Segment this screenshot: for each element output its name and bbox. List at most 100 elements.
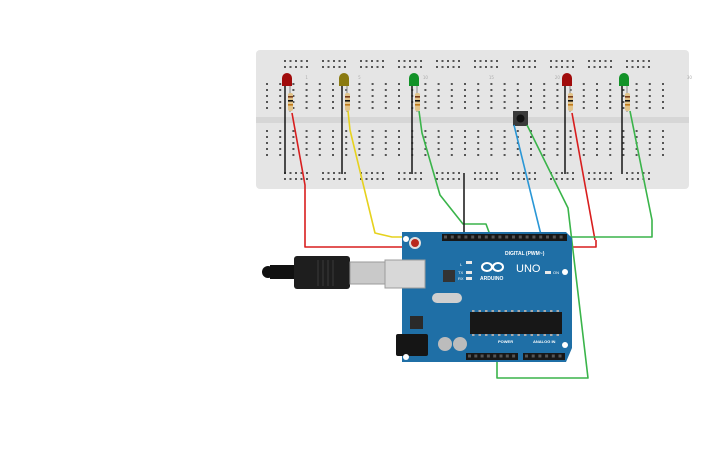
breadboard-hole [648, 83, 651, 85]
rail-hole [300, 172, 303, 174]
rail-hole [398, 178, 400, 180]
rail-hole [344, 178, 346, 180]
rail-hole [365, 60, 368, 62]
breadboard-hole [648, 142, 651, 144]
breadboard-hole [398, 107, 400, 109]
rail-hole [490, 60, 493, 62]
led-assembly [562, 73, 573, 174]
breadboard-column-number: 30 [687, 75, 693, 80]
rail-hole [588, 60, 590, 62]
rail-hole [561, 172, 563, 174]
rail-hole [648, 172, 650, 174]
rail-hole [458, 172, 460, 174]
breadboard-hole [530, 142, 532, 144]
breadboard-hole [556, 83, 559, 85]
breadboard-hole [622, 95, 625, 97]
led-red [282, 73, 292, 86]
rail-hole [561, 178, 563, 180]
breadboard-hole [292, 95, 295, 97]
breadboard-hole [384, 136, 387, 138]
breadboard-hole [305, 101, 308, 103]
rail-hole [365, 172, 368, 174]
breadboard-hole [358, 101, 361, 103]
breadboard-hole [477, 130, 480, 132]
breadboard-hole [332, 148, 334, 150]
breadboard-column-number: 15 [489, 75, 495, 80]
breadboard-hole [279, 101, 282, 103]
reset-button[interactable] [409, 237, 421, 249]
rail-hole [360, 66, 362, 68]
led-assembly [619, 73, 630, 174]
breadboard-hole [305, 130, 308, 132]
breadboard-hole [556, 89, 559, 91]
rail-hole [436, 60, 438, 62]
breadboard-hole [556, 130, 559, 132]
rail-hole [474, 60, 476, 62]
breadboard-hole [345, 89, 348, 91]
breadboard-hole [582, 107, 585, 109]
rail-hole [561, 60, 563, 62]
breadboard-hole [292, 142, 295, 144]
breadboard-hole [490, 142, 493, 144]
chip-pin [530, 310, 533, 312]
breadboard-hole [371, 136, 374, 138]
breadboard-hole [490, 154, 493, 156]
rail-hole [588, 178, 590, 180]
rail-hole [306, 172, 308, 174]
led-green [409, 73, 419, 86]
breadboard-hole [662, 95, 664, 97]
rail-hole [403, 178, 406, 180]
breadboard-hole [266, 89, 268, 91]
rail-hole [474, 66, 476, 68]
rail-hole [436, 178, 438, 180]
breadboard-hole [279, 148, 282, 150]
rail-hole [365, 66, 368, 68]
chip-pin [478, 334, 481, 336]
rail-hole [566, 178, 569, 180]
mount-hole [562, 269, 568, 275]
breadboard-hole [516, 107, 519, 109]
breadboard-hole [503, 148, 506, 150]
rail-hole [626, 66, 628, 68]
breadboard-hole [358, 136, 361, 138]
resistor-band [568, 96, 573, 98]
digital-header-pins [444, 235, 563, 239]
breadboard-hole [477, 89, 480, 91]
push-button[interactable] [513, 111, 528, 126]
breadboard-hole [450, 107, 453, 109]
on-label: ON [553, 270, 559, 275]
breadboard-hole [345, 136, 348, 138]
breadboard-hole [490, 148, 493, 150]
usb-cable-strain [270, 265, 296, 279]
breadboard-hole [371, 154, 374, 156]
breadboard-hole [543, 83, 546, 85]
header-pin [532, 235, 536, 239]
breadboard-hole [609, 107, 612, 109]
rail-hole [523, 172, 525, 174]
crystal [432, 293, 462, 303]
l-label: L [460, 262, 463, 267]
header-pin [444, 235, 447, 239]
rail-hole [414, 178, 417, 180]
breadboard-hole [543, 142, 546, 144]
rail-hole [322, 178, 324, 180]
power-label: POWER [498, 339, 513, 344]
rail-hole [452, 60, 455, 62]
power-jack [396, 334, 428, 356]
chip-pin [472, 334, 475, 336]
breadboard-hole [503, 154, 506, 156]
breadboard-hole [609, 130, 612, 132]
breadboard-hole [345, 130, 348, 132]
breadboard-hole [635, 154, 638, 156]
rail-hole [371, 172, 373, 174]
breadboard-hole [662, 107, 664, 109]
breadboard-hole [609, 148, 612, 150]
breadboard-hole [371, 101, 374, 103]
rail-hole [555, 178, 558, 180]
breadboard-hole [490, 95, 493, 97]
chip-pin [543, 310, 546, 312]
breadboard-hole [332, 89, 334, 91]
breadboard-hole [266, 154, 268, 156]
chip-pin [537, 334, 540, 336]
chip-pin [504, 334, 507, 336]
